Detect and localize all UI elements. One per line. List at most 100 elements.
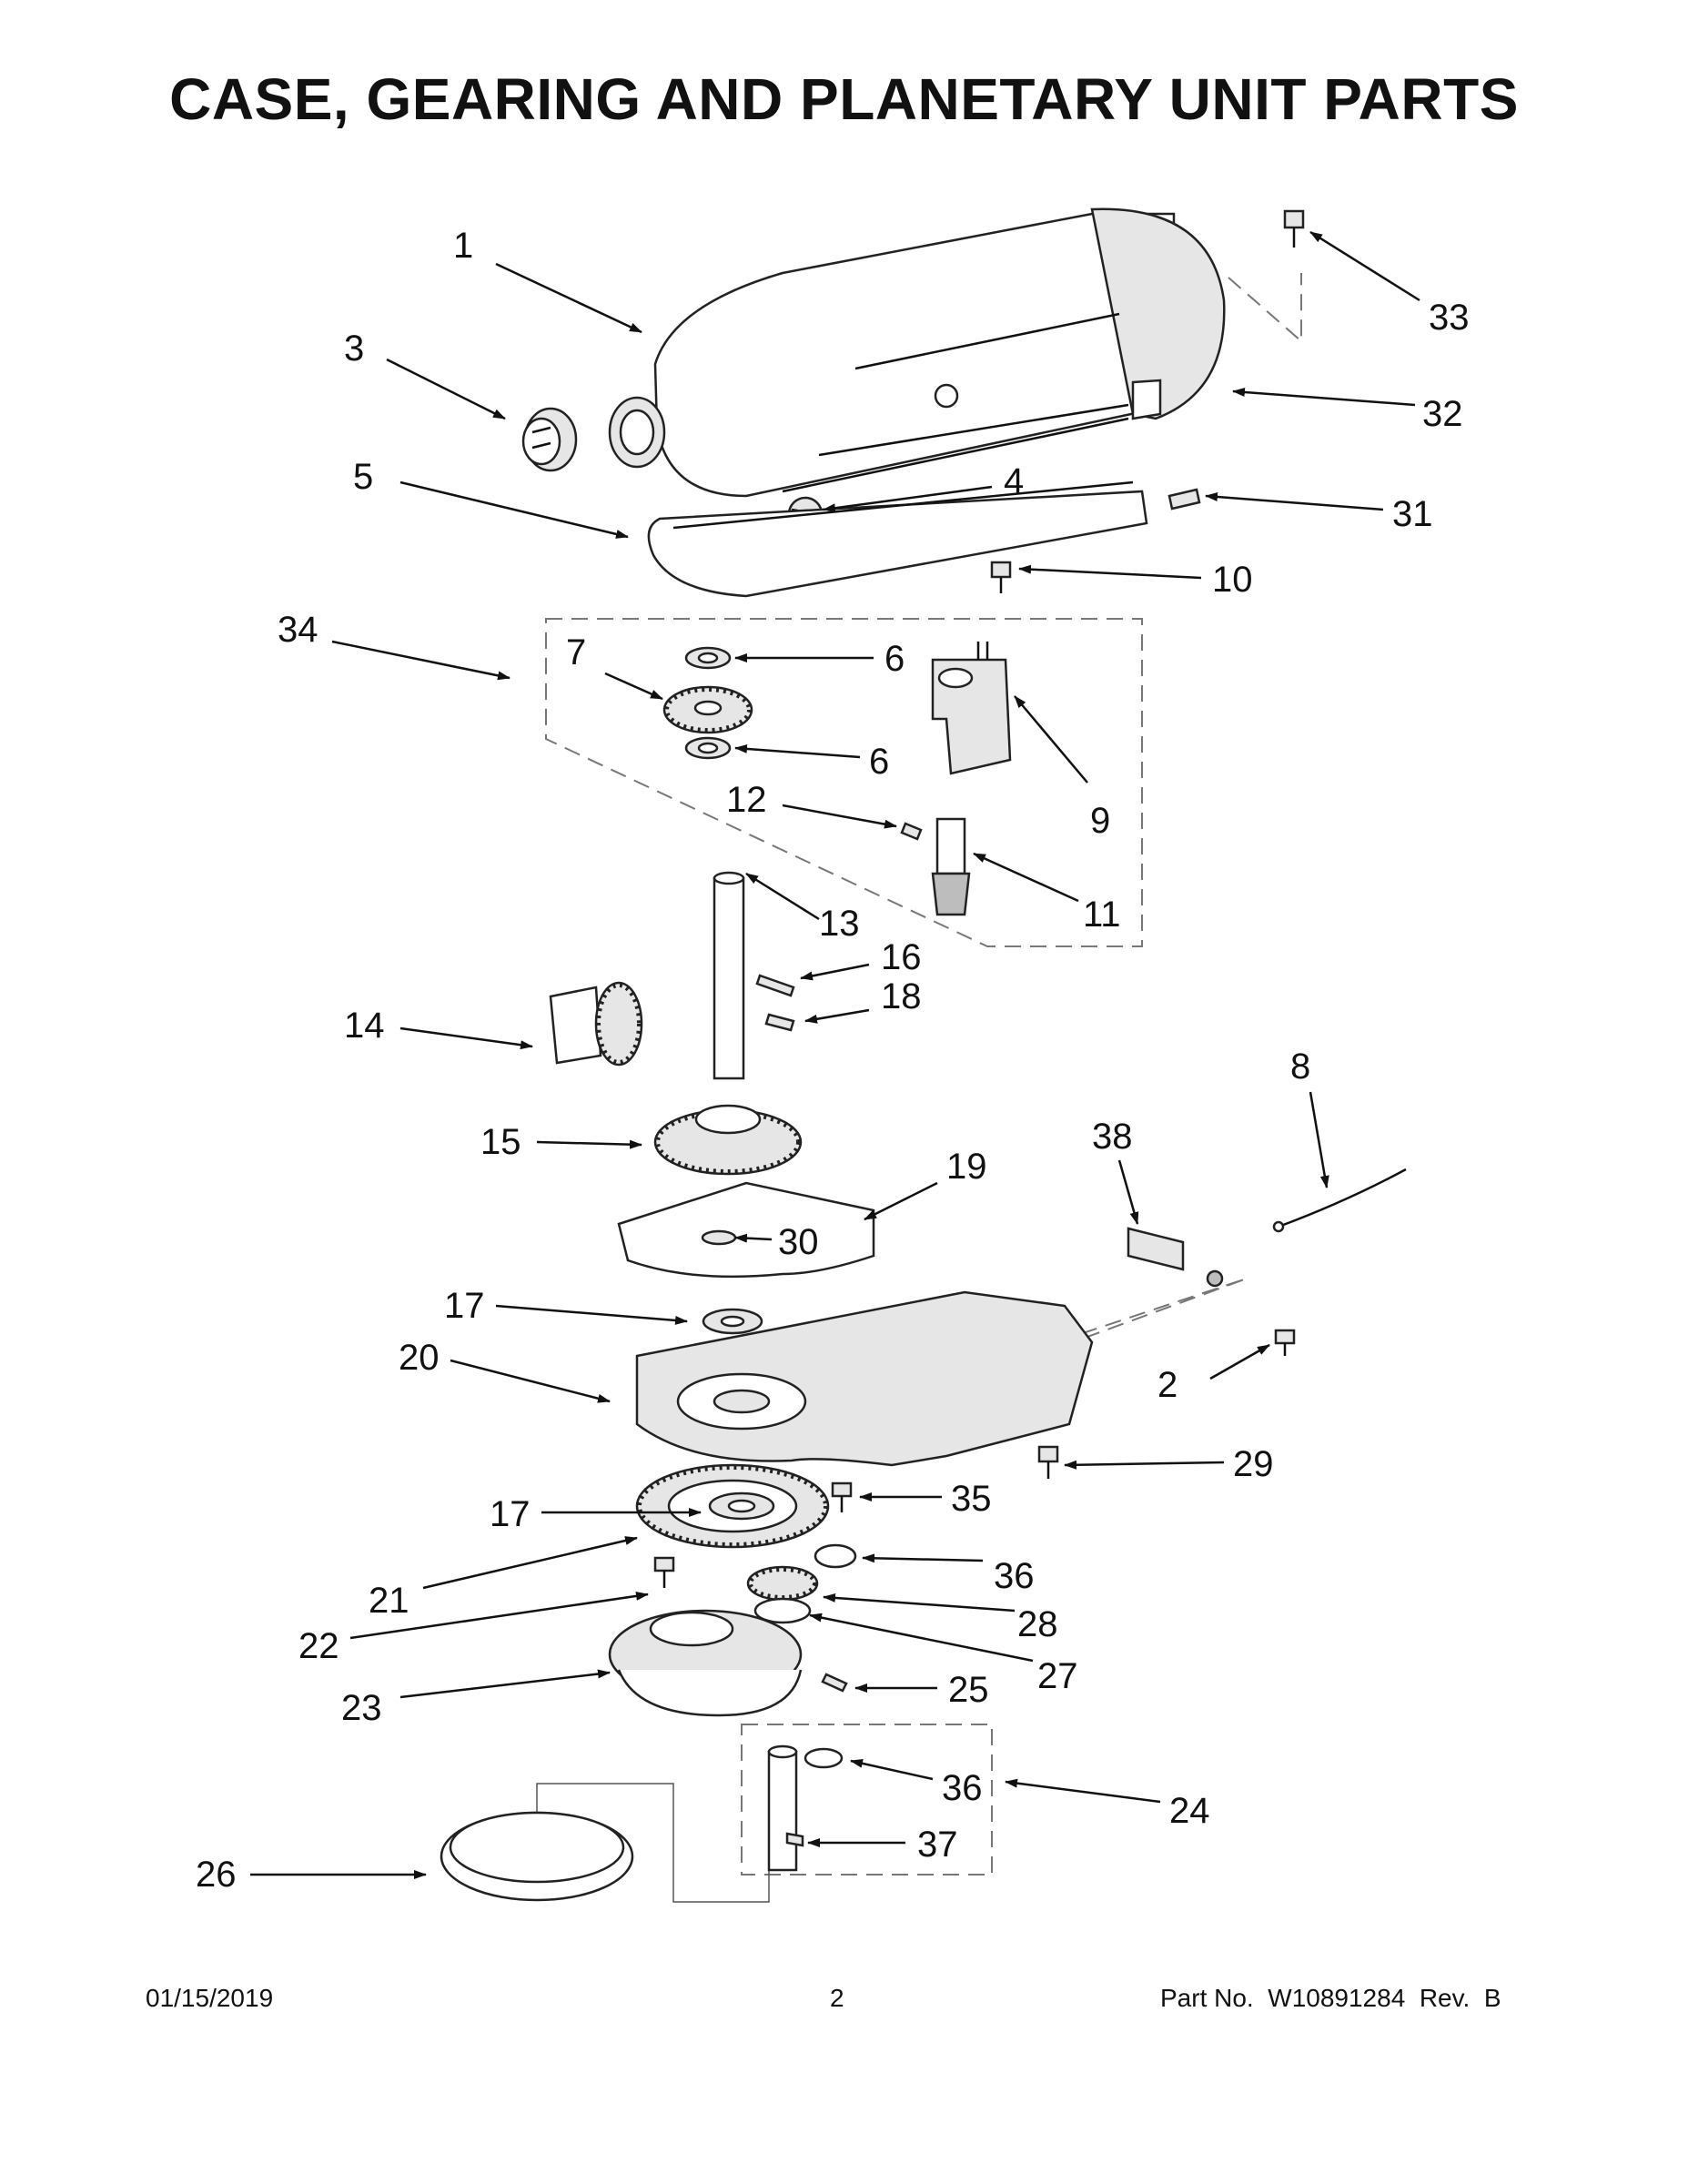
part-33-screw — [1283, 209, 1305, 248]
callout-27: 27 — [1037, 1656, 1078, 1696]
arrow-8 — [1309, 1091, 1329, 1188]
page-title: CASE, GEARING AND PLANETARY UNIT PARTS — [169, 66, 1519, 132]
part-19-gasket — [617, 1181, 875, 1279]
part-6-washer-top — [684, 646, 732, 670]
callout-19: 19 — [946, 1147, 987, 1187]
arrow-14 — [399, 1026, 533, 1050]
arrow-16 — [800, 963, 870, 981]
arrow-7 — [604, 672, 663, 701]
callout-28: 28 — [1017, 1604, 1058, 1644]
callout-7: 7 — [566, 632, 586, 672]
callout-36b: 36 — [942, 1768, 983, 1808]
assembly-guides — [536, 273, 1302, 1903]
arrow-15 — [536, 1139, 642, 1149]
callout-36a: 36 — [994, 1556, 1035, 1596]
part-26-trim-band-ring — [440, 1811, 634, 1902]
callout-12: 12 — [726, 780, 767, 820]
arrow-9 — [1014, 695, 1088, 784]
leader-arrows — [250, 230, 1420, 1879]
arrow-11 — [973, 852, 1079, 903]
part-17-washer-lower — [708, 1491, 775, 1521]
motor-centerline — [1228, 273, 1302, 344]
callout-6a: 6 — [884, 639, 905, 679]
part-35-screw — [831, 1481, 853, 1512]
footer-page-number: 2 — [830, 1984, 844, 2012]
gear-assembly-34-outline — [545, 618, 1143, 947]
callout-32: 32 — [1422, 394, 1463, 434]
callout-30: 30 — [778, 1222, 819, 1262]
arrow-29 — [1064, 1460, 1225, 1470]
part-36-retaining-ring-lower — [804, 1747, 844, 1769]
part-5-trim-band — [647, 480, 1148, 598]
arrow-32 — [1232, 387, 1416, 407]
arrow-36a — [862, 1553, 984, 1563]
part-23-planetary-housing — [608, 1609, 803, 1717]
callout-1: 1 — [453, 226, 473, 266]
callout-15: 15 — [480, 1122, 521, 1162]
part-36-retaining-ring-upper — [814, 1543, 857, 1569]
callout-16: 16 — [881, 937, 922, 977]
part-29-screw — [1037, 1445, 1059, 1479]
callout-20: 20 — [399, 1338, 440, 1378]
part-10-screw — [990, 561, 1012, 593]
part-7-worm-gear — [662, 685, 753, 734]
part-hub-opening — [608, 396, 666, 469]
wiring-centerline — [1059, 1278, 1248, 1348]
callout-8: 8 — [1290, 1046, 1310, 1087]
callout-38: 38 — [1092, 1117, 1133, 1157]
callout-17a: 17 — [444, 1286, 485, 1326]
callout-34: 34 — [278, 610, 318, 650]
callout-3: 3 — [344, 329, 364, 369]
part-25-pin — [821, 1673, 848, 1693]
part-37-planetary-shaft — [767, 1744, 804, 1872]
callout-25: 25 — [948, 1670, 989, 1710]
callout-11: 11 — [1083, 895, 1121, 935]
part-8-wire — [1272, 1168, 1407, 1233]
arrow-30 — [734, 1233, 773, 1243]
part-31-screw — [1167, 488, 1201, 511]
arrow-4 — [823, 485, 993, 513]
part-12-pin — [900, 822, 923, 841]
arrow-34 — [331, 640, 510, 681]
part-18-pin — [764, 1013, 795, 1032]
arrow-6b — [734, 743, 861, 759]
callout-33: 33 — [1429, 298, 1470, 338]
callout-21: 21 — [369, 1581, 409, 1621]
part-3-attachment-hub-cap — [521, 407, 578, 472]
arrow-5 — [399, 480, 629, 539]
arrow-3 — [386, 358, 506, 420]
part-20-gear-case — [635, 1290, 1094, 1467]
part-28-gear — [746, 1565, 819, 1624]
callout-4: 4 — [1004, 461, 1024, 501]
part-13-bevel-shaft — [713, 871, 745, 1080]
part-22-screw — [653, 1556, 675, 1588]
part-38-capacitor — [1127, 1227, 1224, 1288]
callout-22: 22 — [298, 1626, 339, 1666]
part-16-pin — [755, 974, 795, 997]
arrow-38 — [1117, 1159, 1139, 1225]
part-6-washer-bottom — [684, 736, 732, 760]
arrow-27 — [809, 1613, 1034, 1663]
arrow-17a — [495, 1304, 688, 1325]
planetary-assembly-24-outline — [741, 1724, 993, 1876]
callout-26: 26 — [196, 1855, 237, 1895]
arrow-22 — [349, 1591, 649, 1640]
callout-23: 23 — [341, 1688, 382, 1728]
callout-5: 5 — [353, 457, 373, 497]
arrow-21 — [422, 1536, 638, 1590]
arrow-10 — [1018, 564, 1202, 580]
callout-31: 31 — [1392, 494, 1433, 534]
arrow-31 — [1205, 492, 1384, 511]
arrow-13 — [745, 872, 820, 921]
arrow-33 — [1309, 230, 1420, 302]
part-11-worm-shaft — [931, 817, 971, 916]
callout-2: 2 — [1157, 1365, 1178, 1405]
callout-10: 10 — [1212, 560, 1253, 600]
part-14-bevel-pinion — [549, 981, 643, 1067]
part-1-motor-housing — [653, 207, 1226, 498]
arrow-12 — [782, 804, 897, 829]
part-15-bevel-gear — [653, 1104, 803, 1176]
callout-13: 13 — [819, 904, 860, 944]
arrow-2 — [1209, 1343, 1270, 1380]
